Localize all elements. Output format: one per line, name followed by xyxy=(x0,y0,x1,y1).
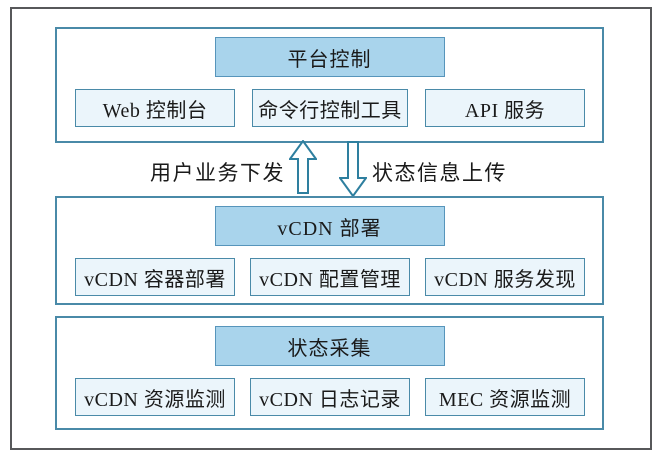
platform-control-box-row: Web 控制台 命令行控制工具 API 服务 xyxy=(57,89,602,127)
layer-title-platform-control: 平台控制 xyxy=(214,37,445,77)
box-service-discovery: vCDN 服务发现 xyxy=(425,258,585,296)
down-arrow-icon xyxy=(339,141,367,197)
status-collection-layer: 状态采集 vCDN 资源监测 vCDN 日志记录 MEC 资源监测 xyxy=(55,316,604,430)
platform-control-layer: 平台控制 Web 控制台 命令行控制工具 API 服务 xyxy=(55,27,604,143)
vcdn-deploy-box-row: vCDN 容器部署 vCDN 配置管理 vCDN 服务发现 xyxy=(57,258,602,296)
up-arrow-icon xyxy=(289,140,317,194)
status-collection-box-row: vCDN 资源监测 vCDN 日志记录 MEC 资源监测 xyxy=(57,378,602,416)
vcdn-deploy-layer: vCDN 部署 vCDN 容器部署 vCDN 配置管理 vCDN 服务发现 xyxy=(55,196,604,305)
box-api-service: API 服务 xyxy=(425,89,585,127)
box-cli-tool: 命令行控制工具 xyxy=(252,89,408,127)
box-vcdn-resource-monitor: vCDN 资源监测 xyxy=(75,378,235,416)
layer-title-status-collection: 状态采集 xyxy=(214,326,445,366)
box-container-deploy: vCDN 容器部署 xyxy=(75,258,235,296)
box-mec-resource-monitor: MEC 资源监测 xyxy=(425,378,585,416)
box-config-management: vCDN 配置管理 xyxy=(250,258,410,296)
layer-title-vcdn-deploy: vCDN 部署 xyxy=(214,206,445,246)
box-vcdn-log-record: vCDN 日志记录 xyxy=(250,378,410,416)
flow-label-dispatch: 用户业务下发 xyxy=(150,161,285,185)
flow-label-upload: 状态信息上传 xyxy=(372,161,507,185)
box-web-console: Web 控制台 xyxy=(75,89,235,127)
